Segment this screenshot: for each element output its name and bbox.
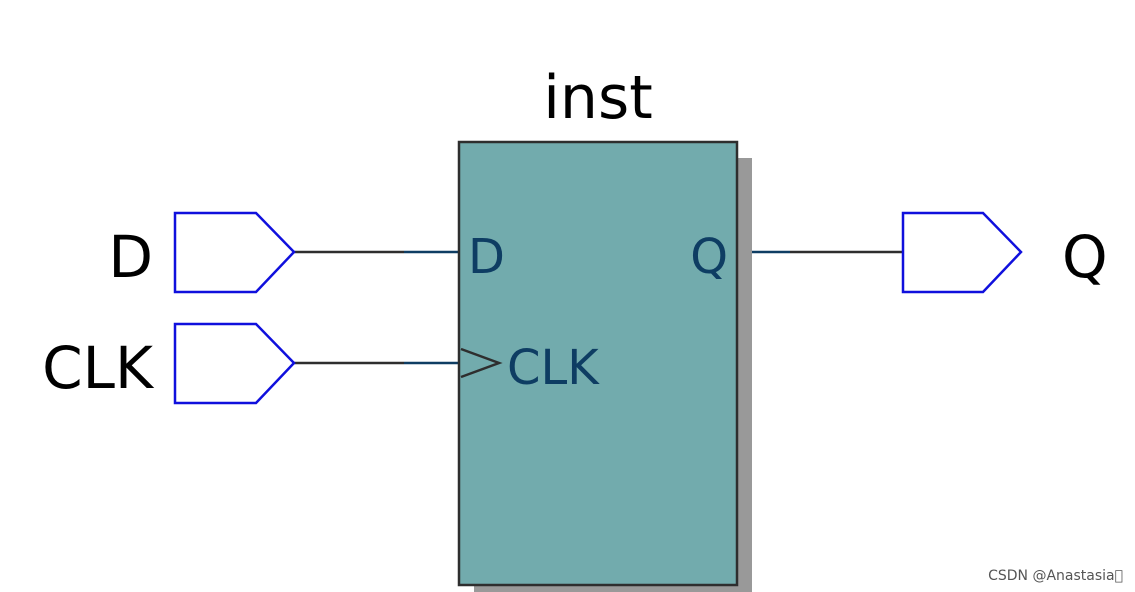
- pin-label-clk: CLK: [507, 340, 600, 396]
- clock-edge-icon: [460, 347, 503, 379]
- pin-label-d: D: [468, 229, 505, 285]
- input-port-d-icon[interactable]: [173, 211, 296, 294]
- port-label-d: D: [108, 223, 153, 291]
- input-port-clk-icon[interactable]: [173, 322, 296, 405]
- watermark: CSDN @Anastasia : [988, 568, 1123, 584]
- dff-block[interactable]: [457, 140, 739, 587]
- port-label-q: Q: [1062, 223, 1108, 291]
- pin-label-q: Q: [690, 229, 728, 285]
- port-label-clk: CLK: [42, 334, 155, 402]
- output-port-q-icon[interactable]: [901, 211, 1023, 294]
- block-title: inst: [543, 63, 652, 133]
